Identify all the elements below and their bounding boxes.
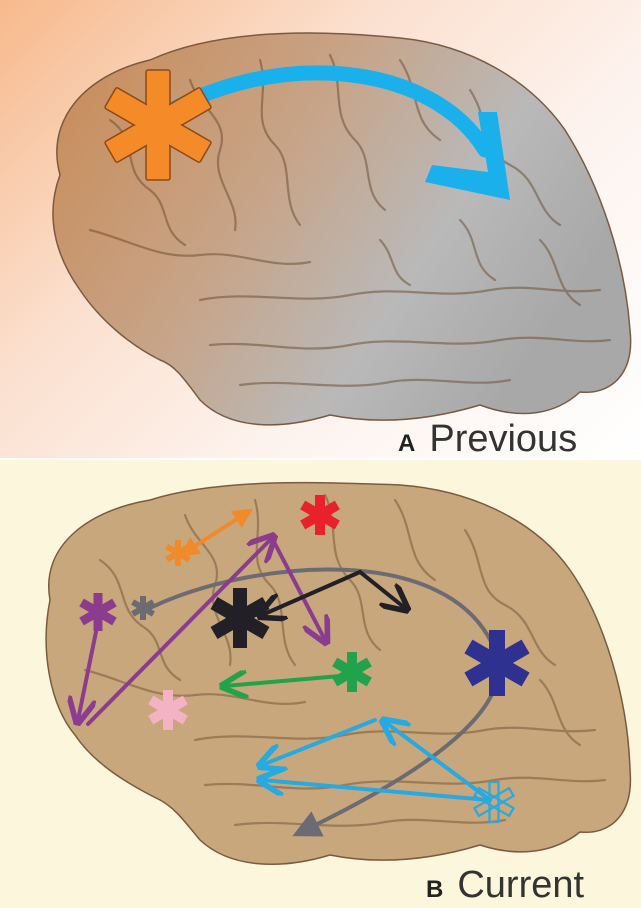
- panel-b-figure: [0, 460, 641, 908]
- panel-current: B Current: [0, 460, 641, 908]
- panel-a-letter: A: [398, 430, 415, 458]
- brain-surface: [53, 33, 631, 425]
- panel-previous: A Previous: [0, 0, 641, 458]
- panel-b-title: Current: [457, 864, 584, 907]
- panel-b-letter: B: [426, 876, 443, 904]
- panel-a-caption: A Previous: [398, 418, 577, 458]
- panel-a-title: Previous: [429, 418, 577, 458]
- panel-b-caption: B Current: [426, 864, 584, 907]
- panel-a-figure: [0, 0, 641, 458]
- brain-surface: [46, 483, 630, 865]
